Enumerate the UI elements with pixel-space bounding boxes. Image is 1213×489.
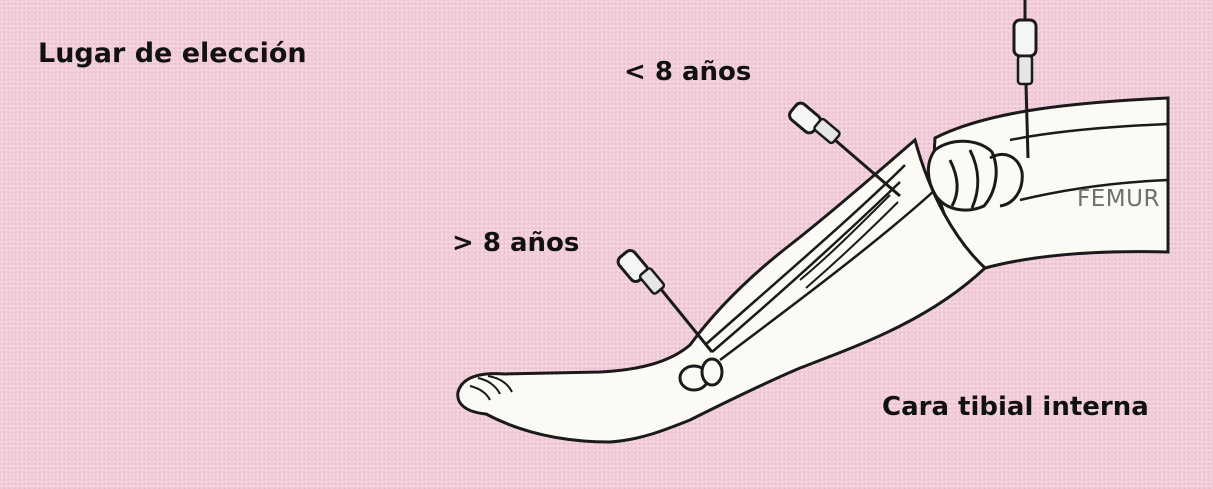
needle-under-8 (787, 101, 900, 196)
label-under-8-years: < 8 años (624, 57, 751, 87)
label-femur: FEMUR (1077, 186, 1160, 212)
diagram-title: Lugar de elección (38, 38, 307, 69)
label-tibial-face: Cara tibial interna (882, 392, 1149, 422)
label-over-8-years: > 8 años (452, 228, 579, 258)
needle-over-8 (616, 248, 712, 352)
